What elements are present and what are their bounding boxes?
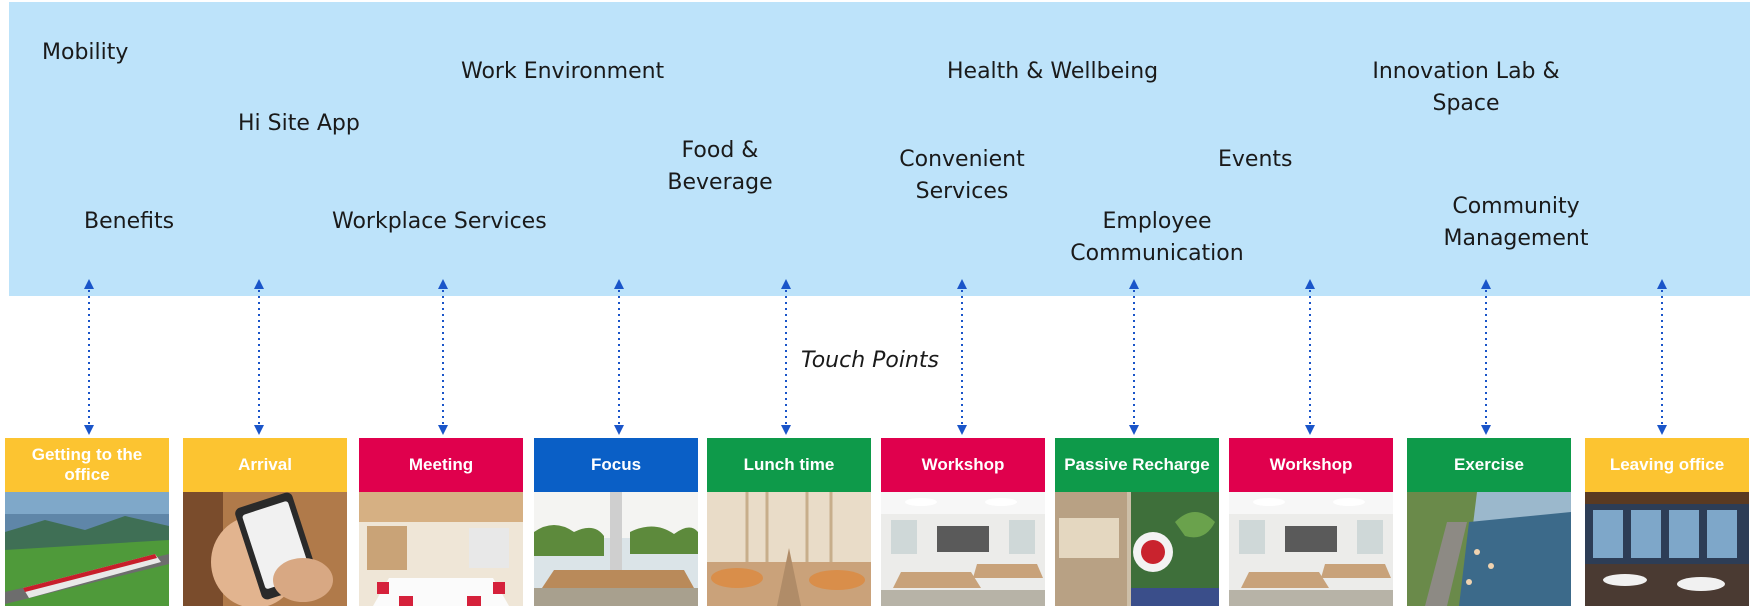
service-community-management: Community Management — [1443, 194, 1589, 251]
service-workplace-services: Workplace Services — [332, 209, 547, 234]
journey-card-6: Workshop — [881, 438, 1045, 606]
service-convenient-services: Convenient Services — [899, 147, 1025, 204]
journey-photo-meeting-room — [359, 492, 523, 606]
journey-card-title: Lunch time — [707, 438, 871, 492]
service-health-wellbeing: Health & Wellbeing — [947, 59, 1159, 84]
service-innovation-lab: Innovation Lab & Space — [1372, 59, 1560, 116]
journey-photo-workshop-room — [1229, 492, 1393, 606]
journey-card-4: Focus — [534, 438, 698, 606]
journey-photo-smartphone — [183, 492, 347, 606]
journey-card-8: Workshop — [1229, 438, 1393, 606]
journey-card-title: Leaving office — [1585, 438, 1749, 492]
touch-points-label: Touch Points — [800, 348, 940, 373]
service-benefits: Benefits — [84, 209, 175, 234]
journey-photo-riverside — [1407, 492, 1571, 606]
service-events: Events — [1218, 147, 1293, 172]
service-hi-site-app: Hi Site App — [238, 111, 360, 136]
journey-photo-restaurant — [707, 492, 871, 606]
journey-card-9: Exercise — [1407, 438, 1571, 606]
journey-card-title: Arrival — [183, 438, 347, 492]
journey-card-7: Passive Recharge — [1055, 438, 1219, 606]
journey-card-title: Exercise — [1407, 438, 1571, 492]
journey-card-title: Workshop — [881, 438, 1045, 492]
journey-photo-train-landscape — [5, 492, 169, 606]
journey-photo-workshop-room — [881, 492, 1045, 606]
journey-card-title: Passive Recharge — [1055, 438, 1219, 492]
journey-card-2: Arrival — [183, 438, 347, 606]
journey-card-title: Workshop — [1229, 438, 1393, 492]
journey-card-title: Meeting — [359, 438, 523, 492]
service-mobility: Mobility — [42, 40, 129, 65]
journey-card-3: Meeting — [359, 438, 523, 606]
service-work-environment: Work Environment — [461, 59, 665, 84]
journey-photo-evening-terrace — [1585, 492, 1749, 606]
service-employee-communication: Employee Communication — [1070, 209, 1244, 266]
journey-card-title: Getting to the office — [5, 438, 169, 492]
journey-card-5: Lunch time — [707, 438, 871, 606]
journey-card-10: Leaving office — [1585, 438, 1749, 606]
journey-photo-lounge — [1055, 492, 1219, 606]
journey-card-title: Focus — [534, 438, 698, 492]
services-band — [9, 2, 1750, 296]
service-food-beverage: Food & Beverage — [667, 138, 773, 195]
journey-photo-open-office — [534, 492, 698, 606]
journey-card-1: Getting to the office — [5, 438, 169, 606]
